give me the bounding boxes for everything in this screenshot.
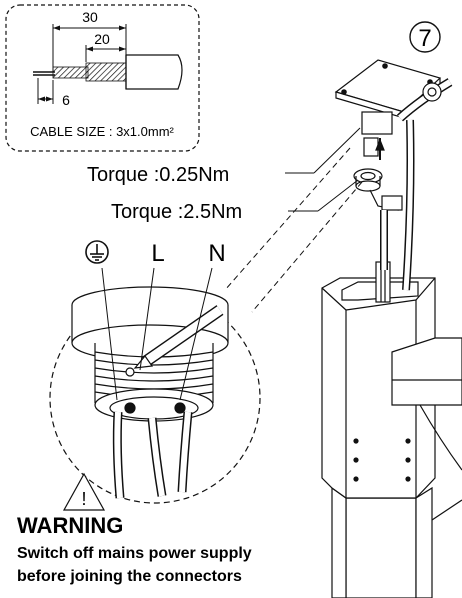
dimension-arrows <box>38 25 126 102</box>
stripped-cable-drawing <box>33 54 183 90</box>
connector-detail: L N <box>49 240 261 504</box>
warning-line-2: before joining the connectors <box>17 568 242 585</box>
inset-frame <box>5 4 200 152</box>
terminal-live-label: L <box>151 240 164 267</box>
dim-30-label: 30 <box>82 9 98 25</box>
warning-icon <box>62 472 106 511</box>
step-badge: 7 <box>409 21 441 53</box>
terminal-neutral-label: N <box>208 240 225 267</box>
warning-symbol: ! <box>81 489 86 509</box>
dim-6-label: 6 <box>62 92 70 108</box>
column-drawing <box>321 261 462 598</box>
cable-inset: 30 20 6 CABLE SIZE : 3x1.0mm² <box>5 4 200 152</box>
warning-line-1: Switch off mains power supply <box>17 545 252 562</box>
terminal-labels: L N <box>85 240 226 401</box>
projection-lines <box>224 147 363 313</box>
dim-20-label: 20 <box>94 31 110 47</box>
top-plate-drawing <box>334 59 453 291</box>
cable-size-label: CABLE SIZE : 3x1.0mm² <box>30 124 174 139</box>
warning-title: WARNING <box>17 513 123 538</box>
step-number: 7 <box>418 25 431 52</box>
warning-block: ! WARNING Switch off mains power supply … <box>17 472 252 585</box>
torque-lower-label: Torque :2.5Nm <box>111 201 242 223</box>
torque-upper-label: Torque :0.25Nm <box>87 164 229 186</box>
torque-callouts: Torque :0.25Nm Torque :2.5Nm <box>87 127 361 223</box>
